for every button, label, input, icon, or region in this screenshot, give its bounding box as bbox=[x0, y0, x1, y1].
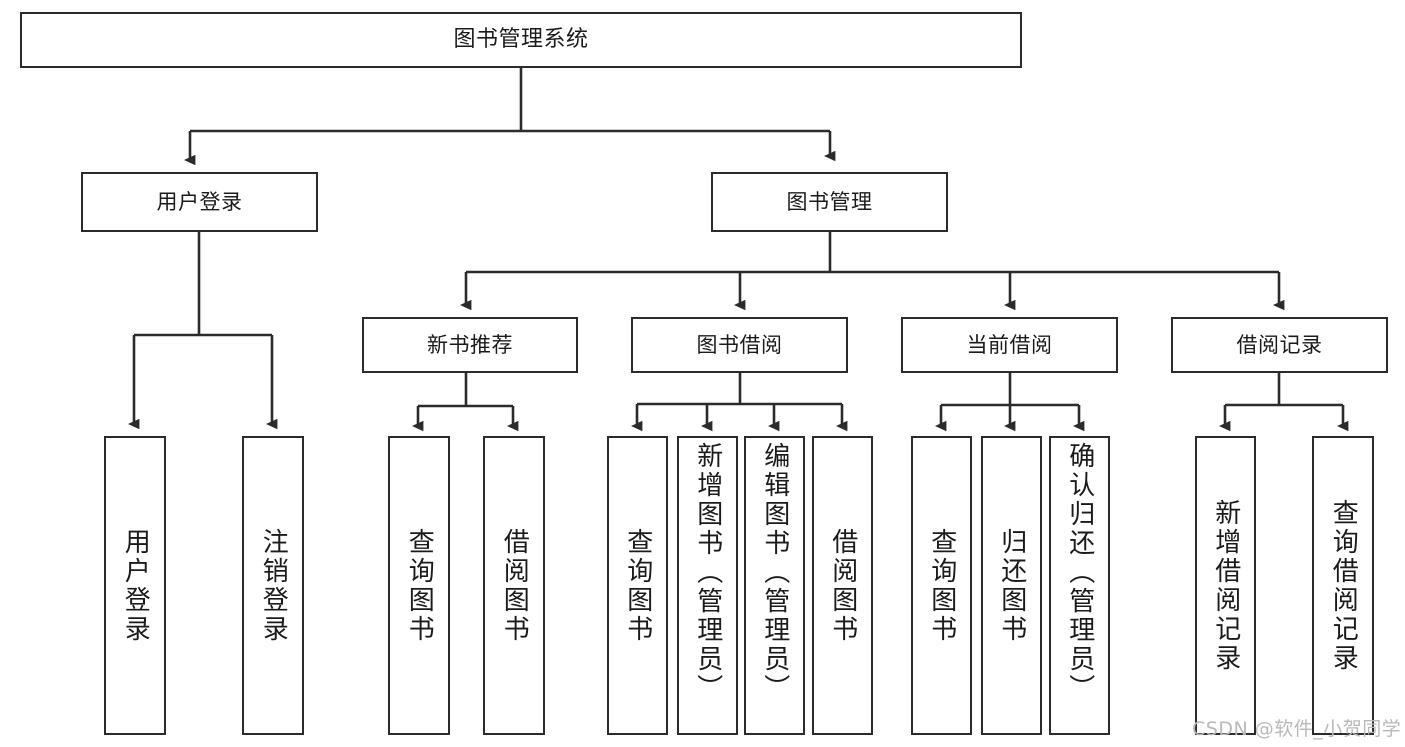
leaf-query-books-recommend[interactable]: 查询图书 bbox=[388, 436, 450, 735]
node-root-book-management-system[interactable]: 图书管理系统 bbox=[20, 12, 1022, 68]
node-label: 图书借阅 bbox=[696, 332, 783, 357]
leaf-borrow-books-recommend[interactable]: 借阅图书 bbox=[483, 436, 545, 735]
node-label: 查询图书 bbox=[926, 527, 957, 644]
node-label: 借阅图书 bbox=[827, 527, 858, 644]
csdn-watermark: CSDN @软件_小贺同学 bbox=[1192, 718, 1402, 740]
node-book-management[interactable]: 图书管理 bbox=[711, 172, 948, 232]
node-current-borrow[interactable]: 当前借阅 bbox=[901, 317, 1118, 373]
leaf-user-logout[interactable]: 注销登录 bbox=[242, 436, 304, 735]
node-label: 查询图书 bbox=[622, 527, 653, 644]
node-book-borrow[interactable]: 图书借阅 bbox=[631, 317, 848, 373]
node-label: 图书管理 bbox=[786, 189, 873, 214]
node-user-login[interactable]: 用户登录 bbox=[81, 172, 318, 232]
node-label: 借阅图书 bbox=[499, 527, 530, 644]
node-label: 借阅记录 bbox=[1236, 332, 1323, 357]
node-label: 查询借阅记录 bbox=[1328, 498, 1359, 673]
leaf-add-book-admin[interactable]: 新增图书（管理员） bbox=[677, 436, 738, 735]
node-new-book-recommend[interactable]: 新书推荐 bbox=[362, 317, 578, 373]
node-label: 新书推荐 bbox=[427, 332, 513, 357]
node-label: 当前借阅 bbox=[966, 332, 1053, 357]
node-label: 用户登录 bbox=[120, 527, 151, 644]
node-label: 注销登录 bbox=[258, 527, 289, 644]
node-label: 查询图书 bbox=[404, 527, 435, 644]
leaf-query-books-current[interactable]: 查询图书 bbox=[911, 436, 972, 735]
node-label: 新增图书（管理员） bbox=[692, 442, 723, 703]
node-label: 新增借阅记录 bbox=[1210, 498, 1241, 673]
node-borrow-record[interactable]: 借阅记录 bbox=[1171, 317, 1388, 373]
leaf-user-login[interactable]: 用户登录 bbox=[104, 436, 166, 735]
node-label: 用户登录 bbox=[156, 189, 243, 214]
leaf-borrow-books[interactable]: 借阅图书 bbox=[812, 436, 873, 735]
leaf-edit-book-admin[interactable]: 编辑图书（管理员） bbox=[744, 436, 805, 735]
node-label: 归还图书 bbox=[996, 527, 1027, 644]
leaf-add-borrow-record[interactable]: 新增借阅记录 bbox=[1195, 436, 1256, 735]
leaf-query-borrow-record[interactable]: 查询借阅记录 bbox=[1312, 436, 1374, 735]
leaf-query-books-borrow[interactable]: 查询图书 bbox=[607, 436, 668, 735]
node-label: 图书管理系统 bbox=[453, 27, 589, 53]
node-label: 编辑图书（管理员） bbox=[759, 442, 790, 703]
leaf-return-books[interactable]: 归还图书 bbox=[981, 436, 1042, 735]
leaf-confirm-return-admin[interactable]: 确认归还（管理员） bbox=[1049, 436, 1110, 735]
node-label: 确认归还（管理员） bbox=[1064, 442, 1095, 703]
